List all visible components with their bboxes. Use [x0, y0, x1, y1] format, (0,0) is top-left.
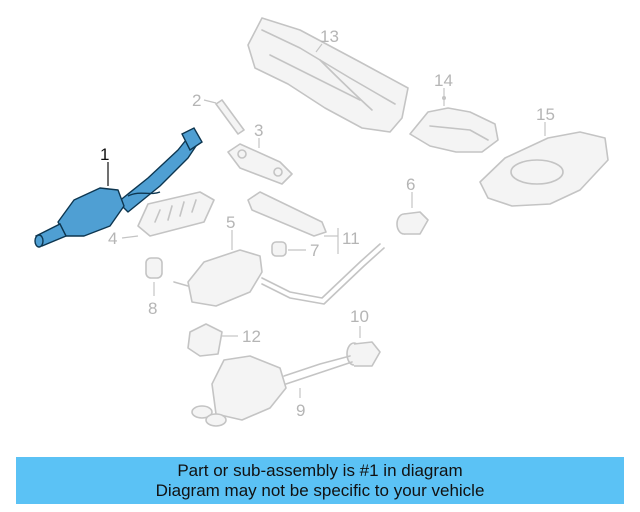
callout-14: 14 — [434, 71, 453, 90]
part-7-isolator[interactable] — [271, 241, 306, 257]
part-9-rear-muffler[interactable] — [191, 355, 353, 427]
part-14-shield[interactable] — [409, 88, 499, 153]
part-1-catalytic-converter[interactable] — [34, 127, 203, 248]
callout-12: 12 — [242, 327, 261, 346]
callout-15: 15 — [536, 105, 555, 124]
callout-8: 8 — [148, 299, 157, 318]
callout-6: 6 — [406, 175, 415, 194]
part-11-hanger-bracket[interactable] — [247, 191, 339, 254]
callout-10: 10 — [350, 307, 369, 326]
part-2-strap[interactable] — [203, 99, 245, 135]
exploded-parts-diagram: 1 2 3 4 5 6 7 8 9 10 11 12 13 14 15 — [34, 17, 609, 427]
banner-line-1: Part or sub-assembly is #1 in diagram — [177, 460, 463, 480]
callout-1: 1 — [100, 145, 109, 164]
callout-9: 9 — [296, 401, 305, 420]
part-15-floor-shield[interactable] — [479, 122, 609, 207]
callout-11: 11 — [342, 229, 360, 248]
callout-5: 5 — [226, 213, 235, 232]
part-12-bracket[interactable] — [187, 323, 238, 357]
info-banner: Part or sub-assembly is #1 in diagram Di… — [16, 457, 624, 504]
banner-line-2: Diagram may not be specific to your vehi… — [155, 480, 485, 500]
part-3-flange[interactable] — [227, 138, 293, 185]
part-6-clamp[interactable] — [396, 192, 429, 235]
part-5-muffler[interactable] — [173, 230, 385, 307]
callout-2: 2 — [192, 91, 201, 110]
callout-4: 4 — [108, 229, 117, 248]
callout-3: 3 — [254, 121, 263, 140]
part-10-clamp[interactable] — [346, 326, 381, 367]
callout-7: 7 — [310, 241, 319, 260]
part-13-heat-shield[interactable] — [247, 17, 409, 133]
callout-13: 13 — [320, 27, 339, 46]
part-4-gasket[interactable] — [121, 191, 215, 239]
part-8-hanger[interactable] — [145, 257, 163, 296]
